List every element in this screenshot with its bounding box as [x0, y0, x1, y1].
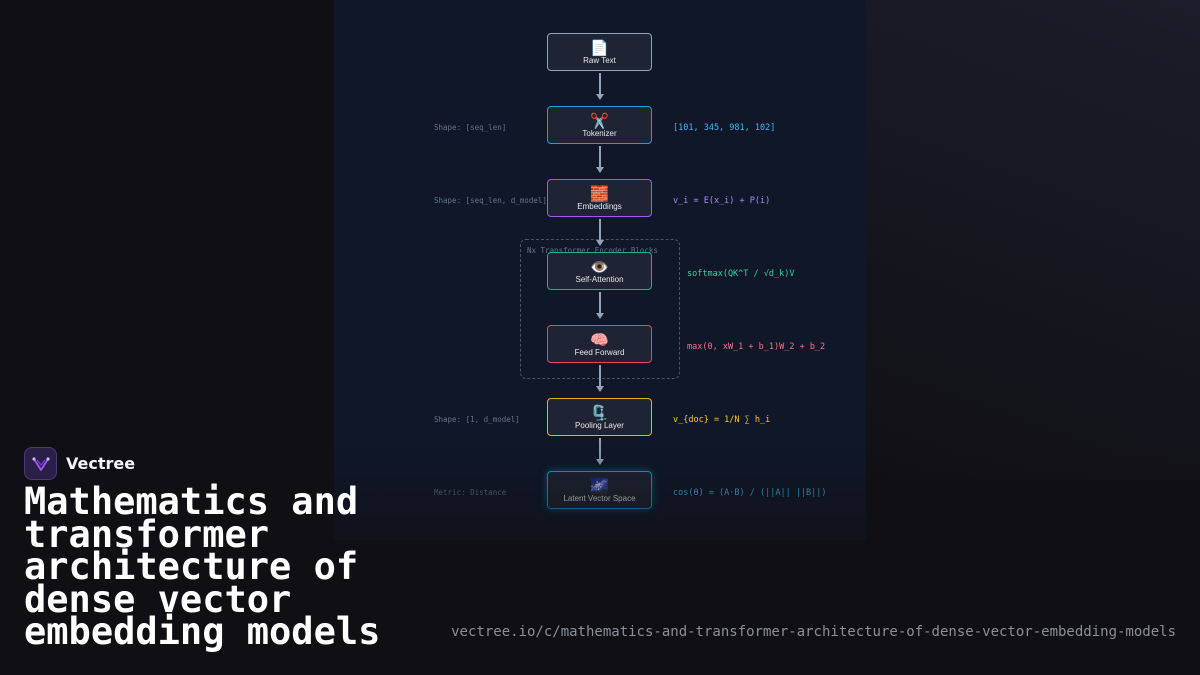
galaxy-icon: 🌌 [590, 478, 609, 495]
page-title: Mathematics and transformer architecture… [24, 480, 381, 653]
node-embeddings: 🧱 Embeddings [547, 179, 652, 217]
encoder-block-label: Nx Transformer Encoder Blocks [527, 246, 658, 255]
scissors-icon: ✂️ [590, 113, 609, 130]
node-self-attention: 👁️ Self-Attention [547, 252, 652, 290]
eye-icon: 👁️ [590, 259, 609, 276]
node-latent-vector-space: 🌌 Latent Vector Space [547, 471, 652, 509]
formula-self-attention: softmax(QK^T / √d_k)V [687, 269, 795, 279]
brain-icon: 🧠 [590, 332, 609, 349]
bricks-icon: 🧱 [590, 186, 609, 203]
node-label: Pooling Layer [575, 421, 624, 430]
shape-label: Metric: Distance [434, 488, 507, 497]
node-tokenizer: ✂️ Tokenizer [547, 106, 652, 144]
node-label: Latent Vector Space [563, 494, 636, 503]
formula-tokenizer: [101, 345, 981, 102] [673, 123, 776, 133]
clamp-icon: 🗜️ [590, 405, 609, 422]
shape-label: Shape: [seq_len] [434, 123, 507, 132]
flow-arrow [596, 146, 603, 173]
formula-latent-space: cos(θ) = (A·B) / (||A|| ||B||) [673, 488, 827, 498]
node-label: Raw Text [583, 56, 616, 65]
shape-label: Shape: [seq_len, d_model] [434, 196, 546, 205]
flow-arrow [596, 219, 603, 246]
node-feed-forward: 🧠 Feed Forward [547, 325, 652, 363]
flow-arrow [596, 365, 603, 392]
formula-pooling: v_{doc} = 1/N ∑ h_i [673, 415, 771, 425]
shape-label: Shape: [1, d_model] [434, 415, 520, 424]
node-label: Embeddings [577, 202, 622, 211]
formula-feed-forward: max(0, xW_1 + b_1)W_2 + b_2 [687, 342, 826, 352]
node-pooling-layer: 🗜️ Pooling Layer [547, 398, 652, 436]
brand: Vectree [24, 447, 135, 480]
background-accent [860, 0, 1200, 480]
flow-arrow [596, 292, 603, 319]
page-url[interactable]: vectree.io/c/mathematics-and-transformer… [451, 624, 1176, 640]
brand-name: Vectree [66, 454, 136, 473]
node-label: Feed Forward [574, 348, 625, 357]
flow-arrow [596, 73, 603, 100]
flow-arrow [596, 438, 603, 465]
node-label: Self-Attention [575, 275, 624, 284]
formula-embeddings: v_i = E(x_i) + P(i) [673, 196, 771, 206]
node-label: Tokenizer [582, 129, 617, 138]
node-raw-text: 📄 Raw Text [547, 33, 652, 71]
vectree-logo-icon [24, 447, 57, 480]
document-icon: 📄 [590, 40, 609, 57]
